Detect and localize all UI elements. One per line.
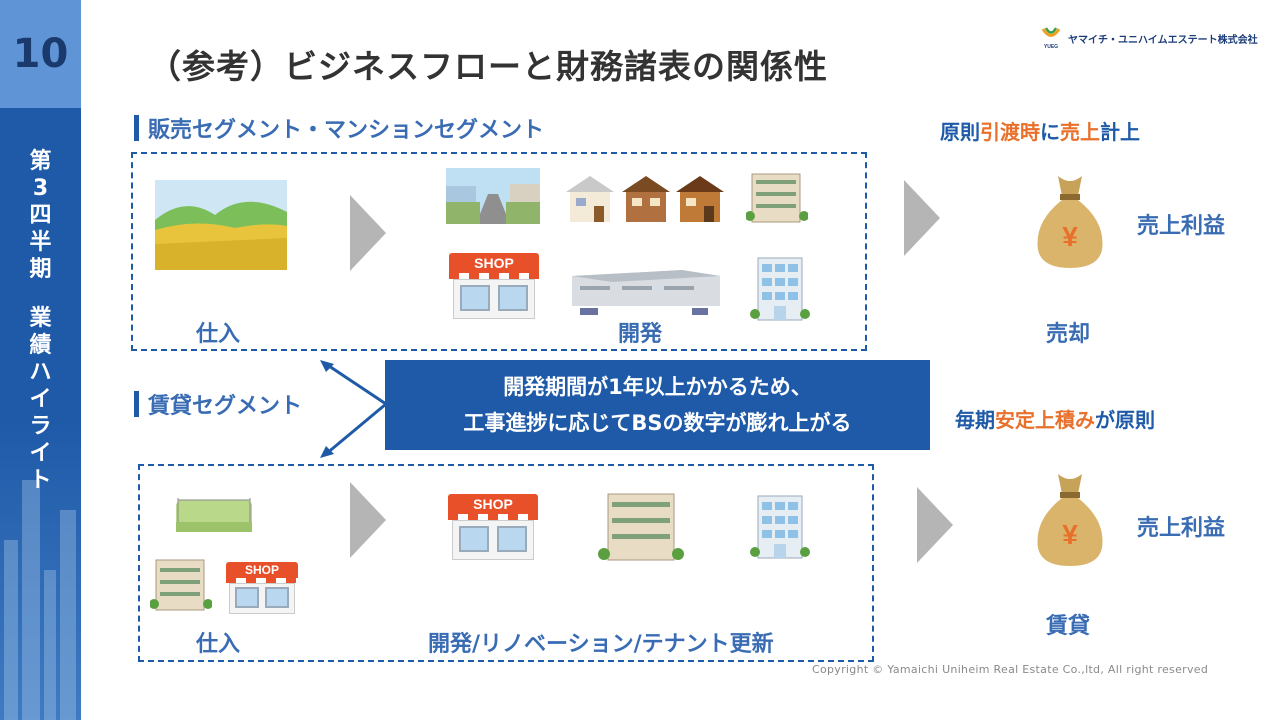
street-icon xyxy=(446,168,540,224)
money-bag-icon: ¥ xyxy=(1030,470,1110,568)
rule-segment: 計上 xyxy=(1100,120,1140,144)
rental-recognition-rule: 毎期安定上積みが原則 xyxy=(955,404,1155,433)
money-bag-icon: ¥ xyxy=(1030,172,1110,270)
sale-revenue-label: 売上利益 xyxy=(1137,214,1226,239)
warehouse-icon xyxy=(572,262,720,316)
rental-segment-box xyxy=(138,464,874,662)
rule-segment: に xyxy=(1040,120,1060,144)
city-background xyxy=(0,420,81,720)
vertical-char: ラ xyxy=(29,414,52,439)
vertical-char xyxy=(0,283,81,305)
vertical-char: ト xyxy=(29,468,52,493)
callout-line-2: 工事進捗に応じてBSの数字が膨れ上がる xyxy=(463,411,852,435)
page-number: 10 xyxy=(0,0,81,108)
vertical-char: 四 xyxy=(29,203,52,228)
svg-text:¥: ¥ xyxy=(1062,519,1078,550)
rental-segment-heading: 賃貸セグメント xyxy=(134,388,302,420)
company-logo: YUEG ヤマイチ・ユニハイムエステート株式会社 xyxy=(1040,26,1258,50)
arrow-right-icon xyxy=(917,487,953,563)
shop-icon: SHOP xyxy=(449,253,539,319)
sale-segment-box xyxy=(131,152,867,351)
apartment-icon xyxy=(149,556,213,612)
rental-result-label: 賃貸 xyxy=(1046,614,1091,639)
vertical-char: 半 xyxy=(29,230,52,255)
field-icon xyxy=(155,180,287,270)
sale-purchase-label: 仕入 xyxy=(196,322,241,347)
sale-develop-label: 開発 xyxy=(618,322,663,347)
vertical-char: ハ xyxy=(29,360,52,385)
rule-segment: 毎期 xyxy=(955,408,995,432)
sale-recognition-rule: 原則引渡時に売上計上 xyxy=(940,116,1140,145)
rule-segment: 原則 xyxy=(940,120,980,144)
vertical-char: 績 xyxy=(29,333,52,358)
shop-icon: SHOP xyxy=(226,562,298,614)
callout-line-1: 開発期間が1年以上かかるため、 xyxy=(503,375,812,399)
office-building-icon xyxy=(750,494,810,560)
apartment-icon xyxy=(745,170,809,224)
vertical-char: 期 xyxy=(29,257,52,282)
arrow-right-icon xyxy=(350,482,386,558)
company-name: ヤマイチ・ユニハイムエステート株式会社 xyxy=(1068,34,1258,46)
vertical-char: イ xyxy=(29,387,52,412)
vertical-char: 業 xyxy=(29,306,52,331)
logo-mark-icon: YUEG xyxy=(1040,26,1062,50)
page-title: （参考）ビジネスフローと財務諸表の関係性 xyxy=(148,47,828,86)
rule-segment: が原則 xyxy=(1095,408,1155,432)
rule-segment: 引渡時 xyxy=(980,120,1040,144)
rule-segment: 売上 xyxy=(1060,120,1100,144)
svg-text:¥: ¥ xyxy=(1062,221,1078,252)
rental-purchase-label: 仕入 xyxy=(196,632,241,657)
apartment-icon xyxy=(598,490,684,562)
shop-icon: SHOP xyxy=(448,494,538,560)
vertical-char: 3 xyxy=(32,176,49,201)
sale-segment-heading: 販売セグメント・マンションセグメント xyxy=(134,112,544,144)
office-building-icon xyxy=(750,256,810,322)
svg-text:YUEG: YUEG xyxy=(1044,44,1058,50)
arrow-right-icon xyxy=(350,195,386,271)
arrow-right-icon xyxy=(904,180,940,256)
callout-arrows xyxy=(320,360,387,458)
vertical-char: 第 xyxy=(29,149,52,174)
rule-segment: 安定上積み xyxy=(995,408,1095,432)
vertical-char: イ xyxy=(29,441,52,466)
callout-box: 開発期間が1年以上かかるため、 工事進捗に応じてBSの数字が膨れ上がる xyxy=(385,360,930,450)
rental-revenue-label: 売上利益 xyxy=(1137,516,1226,541)
sale-result-label: 売却 xyxy=(1046,322,1091,347)
houses-icon xyxy=(566,172,726,224)
copyright: Copyright © Yamaichi Uniheim Real Estate… xyxy=(812,663,1209,676)
land-icon xyxy=(174,492,254,536)
rental-develop-label: 開発/リノベーション/テナント更新 xyxy=(428,632,774,657)
